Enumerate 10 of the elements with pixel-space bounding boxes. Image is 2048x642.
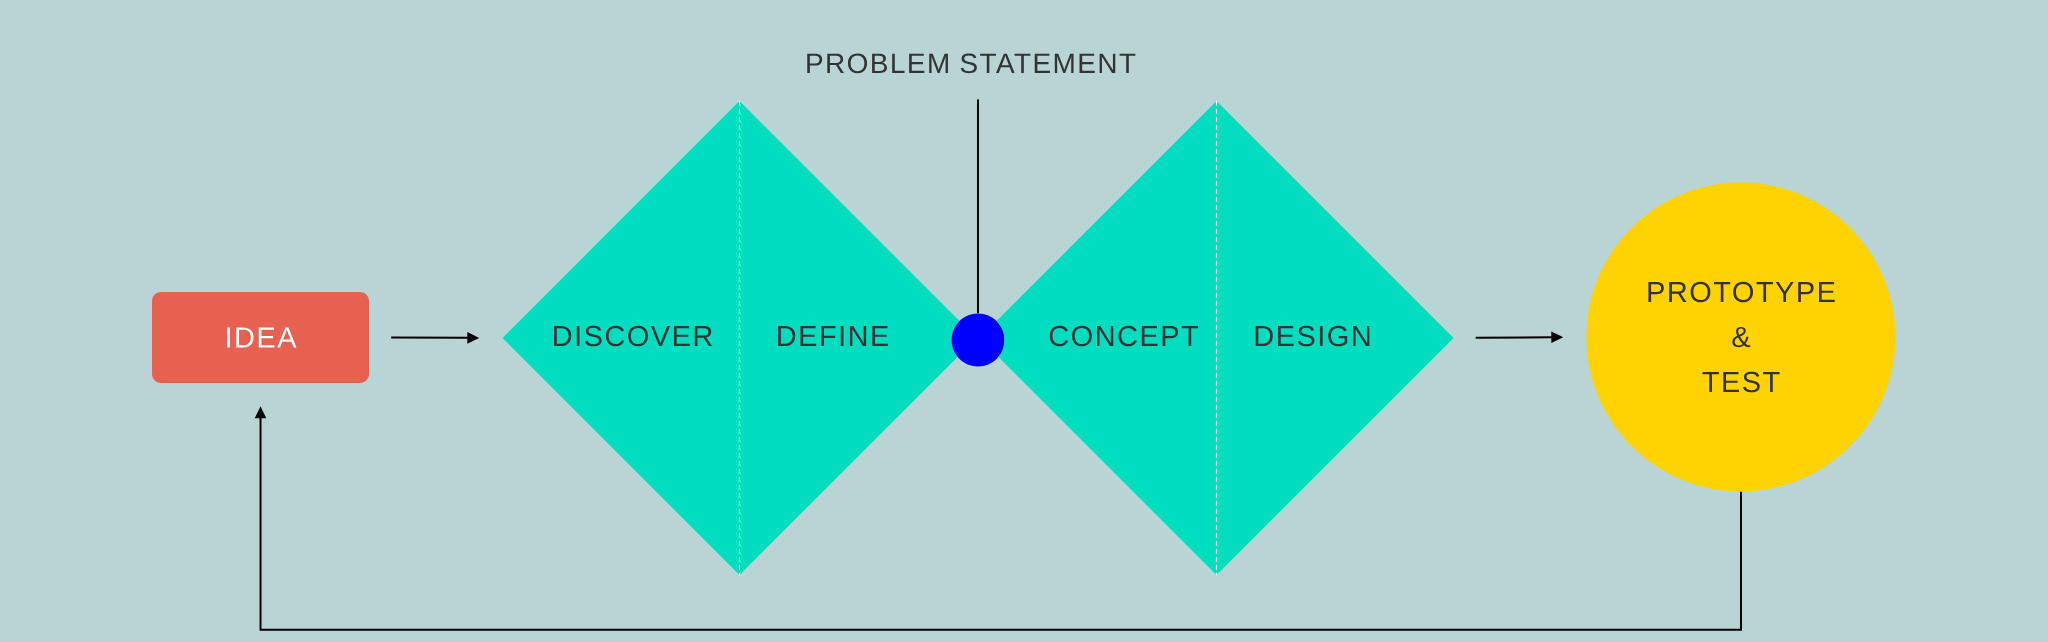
junction-dot: [951, 313, 1005, 367]
process-box: IDEA: [152, 292, 369, 383]
phase-label: DESIGN: [1255, 325, 1370, 347]
diamond-shape: [996, 100, 1454, 576]
phase-label: DISCOVER: [554, 325, 712, 347]
callout-label: PROBLEM STATEMENT: [807, 53, 1136, 74]
leader-line: [977, 98, 979, 315]
phase-label: CONCEPT: [1049, 325, 1199, 347]
phase-label: DEFINE: [778, 326, 889, 346]
diamond-shape: [502, 100, 960, 576]
